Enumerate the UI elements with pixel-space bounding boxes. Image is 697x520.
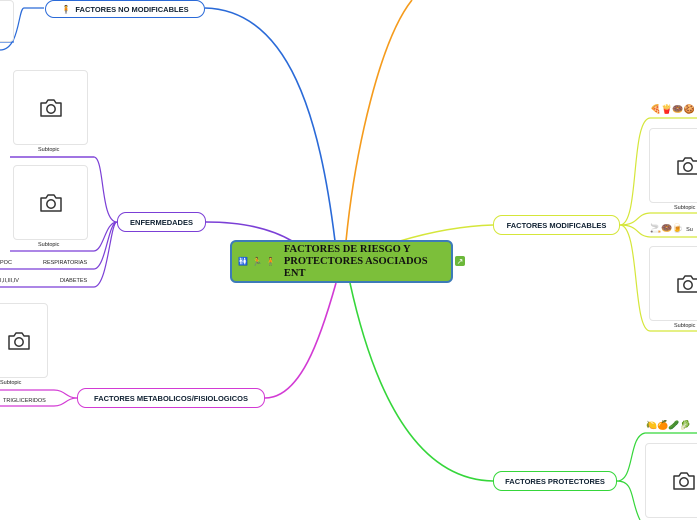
subtopic-image-card[interactable]: [645, 443, 697, 518]
fruits-emoji-row: 🍋🍊🥒🥬: [646, 420, 691, 430]
leaf-trigliceridos[interactable]: TRIGLICERIDOS: [3, 398, 46, 404]
camera-icon: [677, 156, 697, 175]
subtopic-label: Subtopic: [674, 323, 696, 329]
food-emoji-row: 🍕🍟🍩🍪: [650, 104, 695, 114]
subtopic-label: Subtopic: [38, 147, 60, 153]
branch-factores-metabolicos[interactable]: FACTORES METABOLICOS/FISIOLOGICOS: [77, 388, 265, 408]
habits-row[interactable]: 🚬🍩🍺 Su: [650, 223, 693, 234]
branch-factores-protectores[interactable]: FACTORES PROTECTORES: [493, 471, 617, 491]
branch-label: ENFERMEDADES: [130, 217, 193, 227]
subtopic-label: Subtopic: [0, 380, 22, 386]
camera-icon: [673, 471, 695, 490]
branch-label: FACTORES NO MODIFICABLES: [75, 4, 189, 14]
subtopic-image-card[interactable]: [0, 0, 14, 42]
camera-icon: [677, 274, 697, 293]
branch-label: FACTORES PROTECTORES: [505, 476, 605, 486]
camera-icon: [39, 193, 62, 212]
person-icon: 🧍: [61, 4, 72, 14]
central-topic[interactable]: 🚻 🏃 🧍 FACTORES DE RIESGO Y PROTECTORES A…: [230, 240, 453, 283]
branch-factores-no-modificables[interactable]: 🧍 FACTORES NO MODIFICABLES: [45, 0, 205, 18]
subtopic-image-card[interactable]: [13, 70, 88, 145]
subtopic-partial-label: Su: [686, 227, 693, 233]
subtopic-label: Subtopic: [38, 242, 60, 248]
camera-icon: [7, 331, 30, 350]
camera-icon: [39, 98, 62, 117]
external-link-icon[interactable]: ↗: [455, 256, 465, 266]
leaf-epoc[interactable]: POC: [0, 260, 12, 266]
subtopic-image-card[interactable]: [13, 165, 88, 240]
habits-emoji: 🚬🍩🍺: [650, 223, 684, 233]
leaf-diabetes-types[interactable]: I,II,III,IV: [0, 278, 19, 284]
branch-label: FACTORES MODIFICABLES: [506, 220, 607, 230]
subtopic-image-card[interactable]: [649, 246, 697, 321]
branch-factores-modificables[interactable]: FACTORES MODIFICABLES: [493, 215, 620, 235]
branch-label: FACTORES METABOLICOS/FISIOLOGICOS: [94, 393, 248, 403]
branch-enfermedades[interactable]: ENFERMEDADES: [117, 212, 206, 232]
people-icons: 🚻 🏃 🧍: [238, 256, 277, 266]
subtopic-image-card[interactable]: [0, 303, 48, 378]
subtopic-image-card[interactable]: [649, 128, 697, 203]
central-topic-title: FACTORES DE RIESGO Y PROTECTORES ASOCIAD…: [283, 243, 428, 279]
subtopic-label: Subtopic: [674, 205, 696, 211]
leaf-diabetes[interactable]: DIABETES: [60, 278, 88, 284]
leaf-respiratorias[interactable]: RESPIRATORIAS: [43, 260, 88, 266]
